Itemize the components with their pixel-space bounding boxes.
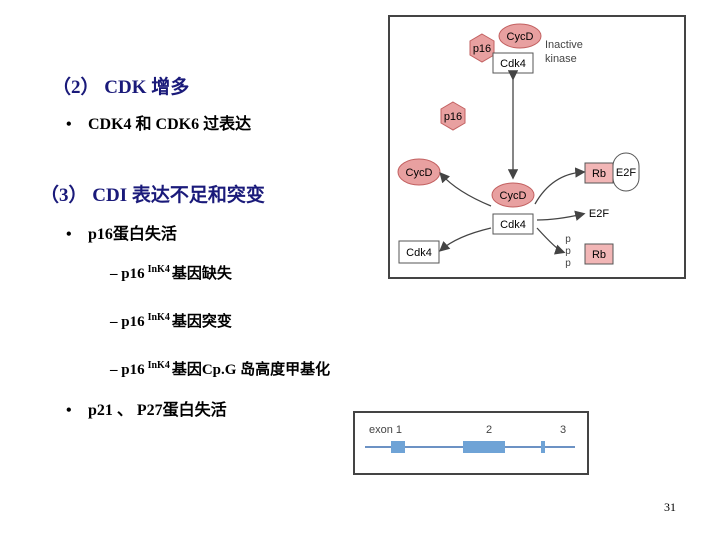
- sub-text: 基因突变: [171, 314, 232, 330]
- exon-1-bar: [391, 441, 405, 453]
- page-number: 31: [664, 500, 676, 514]
- exon-label-1: exon 1: [369, 424, 402, 436]
- cycd-left-label: CycD: [406, 167, 433, 179]
- cdk4-center-box: [492, 213, 534, 235]
- e2f-released-label: E2F: [589, 208, 609, 220]
- rb-top-label: Rb: [592, 168, 606, 180]
- bullet-p21-p27: • p21 、 P27蛋白失活: [66, 396, 227, 420]
- cdk4-left-label: Cdk4: [406, 247, 432, 259]
- bullet-cdk-overexpression: • CDK4 和 CDK6 过表达: [66, 110, 251, 134]
- cdk4-top-label: Cdk4: [500, 58, 526, 70]
- p16-middle-hexagon: [440, 101, 466, 131]
- bullet-mark: •: [66, 226, 72, 243]
- e2f-top-shape: [612, 152, 640, 192]
- phosphate-label-2: p: [565, 246, 571, 257]
- cycd-center-ellipse: [491, 182, 535, 208]
- bullet-text: CDK4 和 CDK6 过表达: [88, 116, 252, 133]
- p16-top-hexagon: [469, 33, 495, 63]
- cdk4-left-box: [398, 240, 440, 264]
- cycd-center-label: CycD: [500, 190, 527, 202]
- exon-label-2: 2: [486, 424, 492, 436]
- heading-cdk-increase: （2） CDK 增多: [52, 77, 190, 98]
- sub-superscript: InK4: [147, 312, 170, 323]
- phosphate-label-1: p: [565, 234, 571, 245]
- sub-dash: –: [110, 266, 118, 282]
- sub-gene: p16: [121, 314, 145, 330]
- diagram-frame: [388, 15, 686, 279]
- cycd-top-label: CycD: [507, 31, 534, 43]
- sub-gene: p16: [121, 362, 145, 378]
- cycd-left-ellipse: [397, 158, 441, 186]
- sub-gene: p16: [121, 266, 145, 282]
- cdk-inhibition-diagram: CycD p16 Cdk4 Inactive kinase p16 CycD R…: [388, 15, 686, 279]
- bullet-mark: •: [66, 116, 72, 133]
- exon-3-bar: [541, 441, 545, 453]
- bullet-mark: •: [66, 402, 72, 419]
- arrow-to-rb: [534, 167, 586, 205]
- bullet-text: p16蛋白失活: [88, 226, 177, 243]
- bullet-text: p21 、 P27蛋白失活: [88, 402, 227, 419]
- sub-dash: –: [110, 314, 118, 330]
- inactive-label-2: kinase: [545, 53, 577, 65]
- rb-phos-box: [584, 243, 614, 265]
- inactive-complex: CycD p16 Cdk4: [469, 23, 542, 74]
- e2f-top-label: E2F: [616, 167, 636, 179]
- sub-superscript: InK4: [147, 264, 170, 275]
- exon-2-bar: [463, 441, 505, 453]
- arrow-to-cycd: [439, 172, 492, 207]
- inactive-label-1: Inactive: [545, 39, 583, 51]
- sub-dash: –: [110, 362, 118, 378]
- phosphate-label-3: p: [565, 258, 571, 269]
- arrow-e2f-release: [536, 210, 586, 221]
- arrow-to-phospho-rb: [536, 227, 566, 255]
- cdk4-center-label: Cdk4: [500, 219, 526, 231]
- bullet-p16-inactivation: • p16蛋白失活: [66, 220, 177, 244]
- heading-cdi-deficiency: （3） CDI 表达不足和突变: [40, 185, 265, 206]
- exon-label-3: 3: [560, 424, 566, 436]
- rb-phos-label: Rb: [592, 249, 606, 261]
- arrow-to-cdk4: [439, 227, 492, 252]
- sub-superscript: InK4: [147, 360, 170, 371]
- exon-structure-panel: exon 1 2 3: [353, 411, 589, 475]
- sub-text: 基因缺失: [171, 266, 232, 282]
- p16-top-label: p16: [473, 43, 491, 55]
- sub-text: 基因Cp.G 岛高度甲基化: [171, 362, 331, 378]
- cycd-top-ellipse: [498, 23, 542, 49]
- p16-middle-label: p16: [444, 111, 462, 123]
